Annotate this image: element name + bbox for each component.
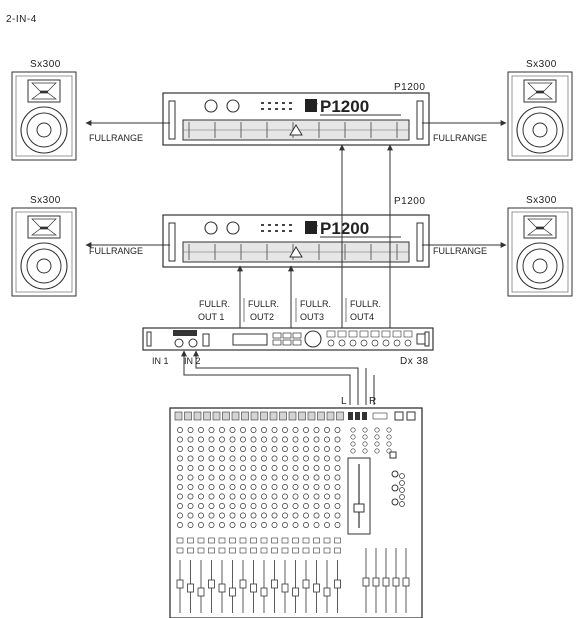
processor-in1-label: IN 1 xyxy=(152,356,169,366)
amp-logo-text: P1200 xyxy=(320,97,369,116)
speaker-top-left xyxy=(11,71,77,161)
speaker-top-right-label: Sx300 xyxy=(526,59,557,70)
mixing-console xyxy=(169,407,423,618)
output-labels: FULLR. OUT 1 FULLR. OUT2 FULLR. OUT3 FUL… xyxy=(198,298,381,322)
output-4-line2: OUT4 xyxy=(350,312,374,322)
processor-in2-label: IN 2 xyxy=(184,356,201,366)
amp-logo-text: P1200 xyxy=(320,219,369,238)
output-2-line1: FULLR. xyxy=(248,299,279,309)
output-3-line1: FULLR. xyxy=(300,299,331,309)
fullrange-links xyxy=(85,120,507,248)
output-4-line1: FULLR. xyxy=(350,299,381,309)
amplifier-top-label: P1200 xyxy=(394,82,425,93)
speaker-bottom-right-label: Sx300 xyxy=(526,195,557,206)
fullrange-label-bottom-right: FULLRANGE xyxy=(433,246,487,256)
processor-label: Dx 38 xyxy=(400,356,429,367)
diagram-title: 2-IN-4 xyxy=(6,14,37,25)
amp-logo-badge: EV xyxy=(307,102,318,111)
input-cables xyxy=(181,350,375,405)
amplifier-bottom-label: P1200 xyxy=(394,196,425,207)
mixer-left-label: L xyxy=(341,396,347,407)
speaker-top-left-label: Sx300 xyxy=(30,59,61,70)
speaker-bottom-right xyxy=(507,207,573,297)
output-1-line1: FULLR. xyxy=(199,299,230,309)
output-links xyxy=(237,144,393,328)
output-2-line2: OUT2 xyxy=(250,312,274,322)
speaker-bottom-left-label: Sx300 xyxy=(30,195,61,206)
processor-dx38 xyxy=(142,327,434,351)
amp-logo-badge: EV xyxy=(307,224,318,233)
speaker-bottom-left xyxy=(11,207,77,297)
fullrange-label-bottom-left: FULLRANGE xyxy=(89,246,143,256)
fullrange-label-top-left: FULLRANGE xyxy=(89,133,143,143)
output-1-line2: OUT 1 xyxy=(198,312,224,322)
speaker-top-right xyxy=(507,71,573,161)
mixer-right-label: R xyxy=(369,396,377,407)
output-3-line2: OUT3 xyxy=(300,312,324,322)
fullrange-label-top-right: FULLRANGE xyxy=(433,133,487,143)
